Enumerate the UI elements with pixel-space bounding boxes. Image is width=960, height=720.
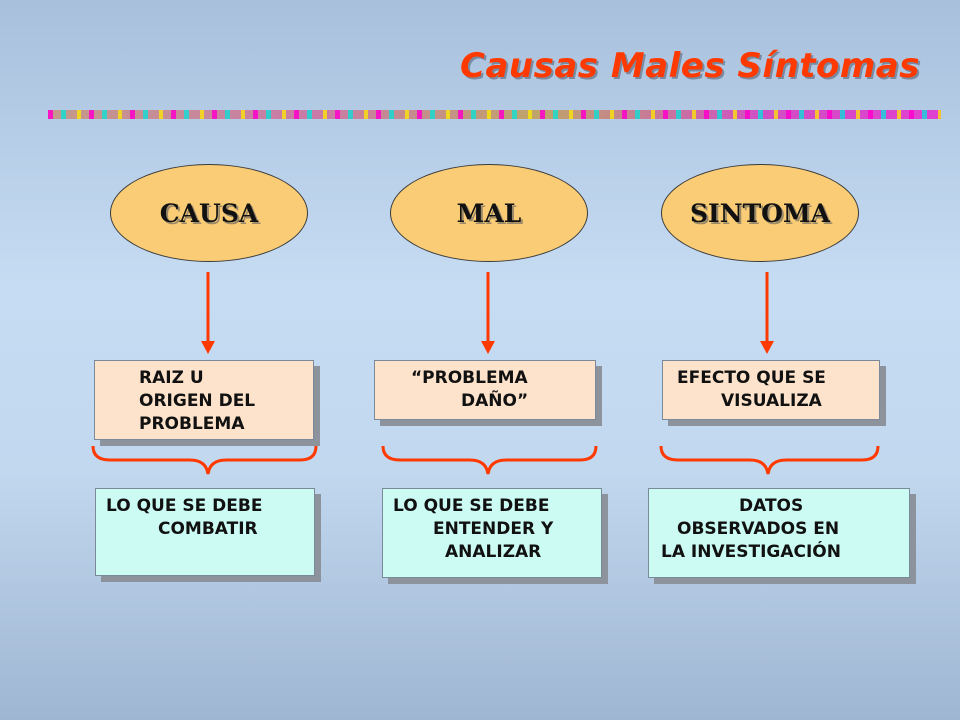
action-box-mal: LO QUE SE DEBE ENTENDER Y ANALIZAR	[382, 488, 602, 578]
ellipse-sintoma: SINTOMA	[661, 164, 859, 262]
action-box-sintoma: DATOS OBSERVADOS EN LA INVESTIGACIÓN	[648, 488, 910, 578]
action-line: ENTENDER Y	[433, 519, 554, 539]
definition-line: “PROBLEMA	[411, 368, 528, 388]
ellipse-mal: MAL	[390, 164, 588, 262]
action-line: DATOS	[739, 496, 804, 516]
ellipse-label-causa: CAUSA	[159, 198, 259, 228]
definition-line: PROBLEMA	[139, 414, 245, 434]
slide-title: Causas Males Síntomas	[460, 46, 920, 86]
ellipse-label-sintoma: SINTOMA	[689, 198, 831, 228]
brace-sintoma	[659, 445, 880, 475]
definition-line: DAÑO”	[461, 391, 529, 411]
brace-mal	[381, 445, 598, 475]
arrowhead-causa	[201, 341, 215, 354]
definition-line: VISUALIZA	[721, 391, 822, 411]
action-box-causa: LO QUE SE DEBE COMBATIR	[95, 488, 315, 576]
definition-line: RAIZ U	[139, 368, 204, 388]
action-line: COMBATIR	[158, 519, 258, 539]
decorative-stripe	[48, 110, 941, 119]
ellipse-label-mal: MAL	[456, 198, 522, 228]
brace-causa	[91, 445, 318, 475]
definition-box-sintoma: EFECTO QUE SE VISUALIZA	[662, 360, 880, 420]
ellipse-causa: CAUSA	[110, 164, 308, 262]
definition-box-causa: RAIZ U ORIGEN DEL PROBLEMA	[94, 360, 314, 440]
action-line: ANALIZAR	[445, 542, 542, 562]
definition-line: ORIGEN DEL	[139, 391, 256, 411]
arrowhead-mal	[481, 341, 495, 354]
arrowhead-sintoma	[760, 341, 774, 354]
action-line: LA INVESTIGACIÓN	[661, 542, 841, 562]
definition-box-mal: “PROBLEMA DAÑO”	[374, 360, 596, 420]
action-line: OBSERVADOS EN	[677, 519, 840, 539]
definition-line: EFECTO QUE SE	[677, 368, 826, 388]
action-line: LO QUE SE DEBE	[393, 496, 550, 516]
action-line: LO QUE SE DEBE	[106, 496, 263, 516]
